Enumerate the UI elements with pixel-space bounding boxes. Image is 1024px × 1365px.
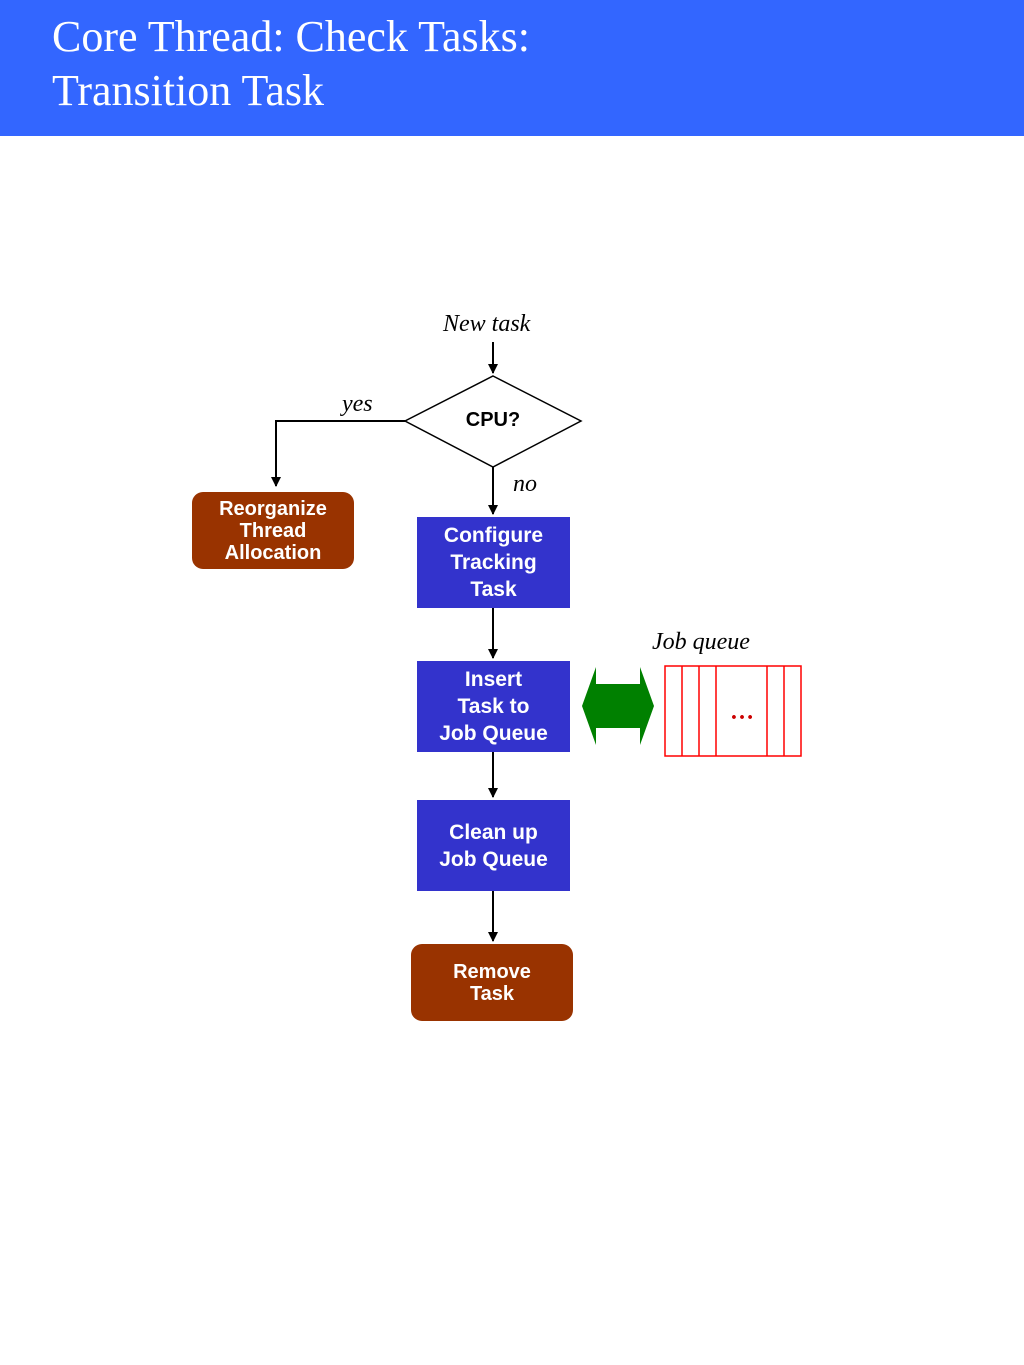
configure-tracking-task-box: Configure Tracking Task (417, 517, 570, 608)
page-title: Core Thread: Check Tasks: Transition Tas… (52, 10, 530, 118)
page-title-line-2: Transition Task (52, 66, 324, 115)
remove-line-1: Remove (453, 960, 531, 983)
insert-task-box: Insert Task to Job Queue (417, 661, 570, 752)
job-queue-ellipsis: … (730, 699, 754, 725)
configure-line-2: Tracking (450, 551, 537, 574)
job-queue-graphic (664, 665, 802, 757)
insert-line-3: Job Queue (439, 722, 548, 745)
decision-label: CPU? (465, 409, 521, 431)
reorganize-line-3: Allocation (224, 541, 322, 564)
clean-up-job-queue-box: Clean up Job Queue (417, 800, 570, 891)
configure-line-3: Task (470, 578, 517, 601)
reorganize-line-2: Thread (239, 519, 307, 542)
arrow-yes-to-reorganize (271, 420, 405, 487)
title-bar: Core Thread: Check Tasks: Transition Tas… (0, 0, 1024, 136)
double-arrow (582, 667, 654, 745)
insert-line-1: Insert (464, 668, 523, 691)
configure-line-1: Configure (443, 524, 544, 547)
job-queue-label: Job queue (652, 629, 750, 655)
no-label: no (513, 471, 537, 497)
page-title-line-1: Core Thread: Check Tasks: (52, 12, 530, 61)
reorganize-line-1: Reorganize (219, 497, 327, 520)
new-task-label: New task (443, 311, 531, 337)
yes-label: yes (342, 391, 373, 417)
remove-task-box: Remove Task (411, 944, 573, 1021)
remove-line-2: Task (469, 982, 515, 1005)
cleanup-line-1: Clean up (449, 820, 538, 844)
insert-line-2: Task to (457, 695, 530, 718)
cleanup-line-2: Job Queue (439, 847, 548, 871)
reorganize-thread-allocation-box: Reorganize Thread Allocation (192, 492, 354, 569)
